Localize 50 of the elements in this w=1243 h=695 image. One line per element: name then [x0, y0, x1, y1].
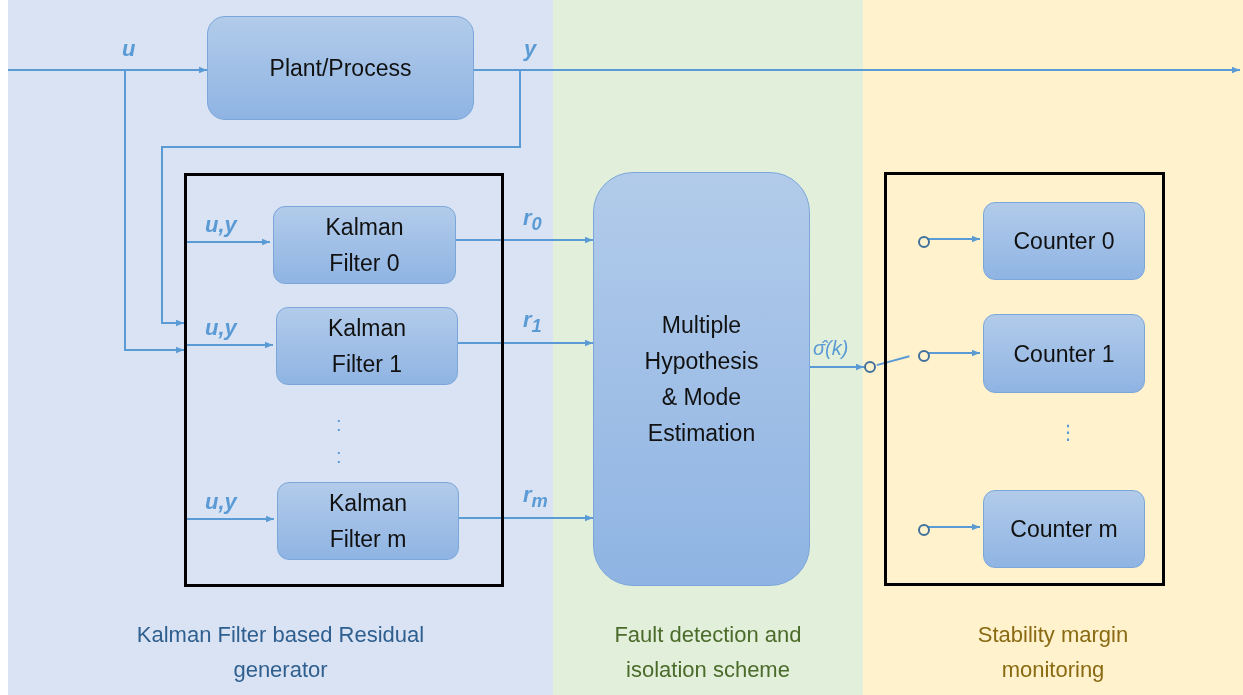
process-box	[983, 314, 1145, 393]
arrow	[186, 238, 271, 246]
region-band	[8, 0, 553, 695]
region-band	[553, 0, 863, 695]
process-box	[593, 172, 810, 586]
region-caption: Kalman Filter based Residual generator	[135, 621, 426, 684]
region-caption: Fault detection and isolation scheme	[613, 621, 803, 684]
edge-label: u	[122, 36, 136, 62]
process-box	[277, 482, 459, 560]
edge-label: r$_{0}$	[523, 205, 542, 236]
box-label: Counter m	[1009, 515, 1119, 544]
edge-label: y	[524, 36, 537, 62]
edge-label: u,y	[205, 489, 237, 515]
box-label: Kalman Filter m	[328, 489, 408, 554]
group-frame	[184, 173, 504, 587]
box-label: Counter 0	[1012, 227, 1116, 256]
process-box	[207, 16, 474, 120]
terminal-circle	[918, 236, 930, 248]
region-band	[863, 0, 1243, 695]
arrow	[926, 235, 981, 243]
box-label: Plant/Process	[268, 54, 413, 83]
switch-lever	[875, 355, 911, 367]
edge-label: u,y	[205, 212, 237, 238]
arrow	[809, 363, 865, 371]
process-box	[983, 202, 1145, 280]
edge-label: u,y	[205, 315, 237, 341]
arrow	[161, 69, 521, 327]
edge-label: σ̂(k)	[813, 337, 849, 360]
edge-label: r$_{m}$	[523, 482, 548, 513]
arrow	[7, 69, 185, 354]
arrow	[186, 341, 274, 349]
box-label: Kalman Filter 1	[327, 314, 407, 379]
group-frame	[884, 172, 1165, 586]
box-label: Kalman Filter 0	[324, 213, 405, 278]
arrow	[186, 515, 275, 523]
region-caption: Stability margin monitoring	[976, 621, 1130, 684]
ellipsis-mark: :	[336, 446, 342, 466]
process-box	[983, 490, 1145, 568]
arrow	[926, 523, 981, 531]
terminal-circle	[918, 350, 930, 362]
arrow	[926, 349, 981, 357]
box-label: Counter 1	[1012, 339, 1116, 369]
process-box	[273, 206, 456, 284]
edge-label: r$_{1}$	[523, 307, 542, 338]
terminal-circle	[918, 524, 930, 536]
terminal-circle	[864, 361, 876, 373]
process-box	[276, 307, 458, 385]
ellipsis-mark: ⋮	[1058, 422, 1078, 442]
box-label: Multiple Hypothesis & Mode Estimation	[643, 311, 760, 448]
ellipsis-mark: :	[336, 414, 342, 434]
